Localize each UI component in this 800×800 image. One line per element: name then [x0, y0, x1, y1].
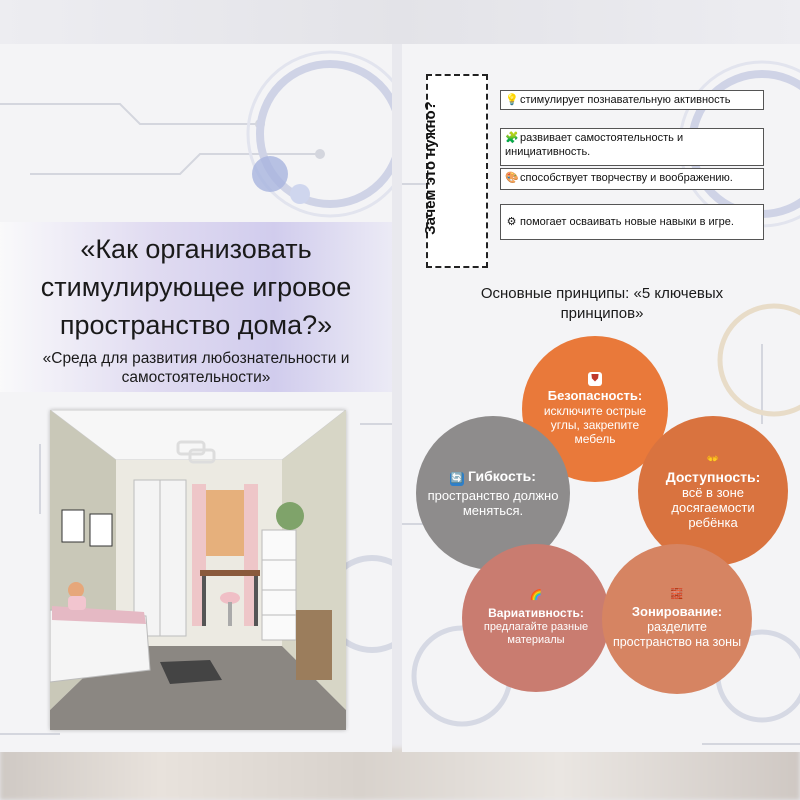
principle-heading: Вариативность:: [488, 606, 584, 620]
refresh-icon: 🔄: [450, 472, 465, 486]
principle-heading: Доступность:: [665, 468, 761, 485]
principle-accessibility: 👐 Доступность: всё в зоне досягаемости р…: [638, 416, 788, 566]
benefit-text: помогает осваивать новые навыки в игре.: [520, 216, 734, 228]
lightbulb-icon: 💡: [505, 94, 519, 106]
why-box: [426, 74, 488, 268]
principle-body: разделите пространство на зоны: [612, 620, 742, 649]
principle-body: предлагайте разные материалы: [483, 621, 589, 646]
room-illustration: [48, 409, 348, 730]
principle-variability: 🌈 Вариативность: предлагайте разные мате…: [462, 544, 610, 692]
principle-body: всё в зоне досягаемости ребёнка: [671, 484, 755, 530]
top-blur-strip: [0, 0, 800, 44]
principle-zoning: 🧱 Зонирование: разделите пространство на…: [602, 544, 752, 694]
title-band: [0, 222, 392, 392]
principle-body: пространство должно меняться.: [427, 488, 559, 518]
why-label: Зачем это нужно?: [422, 101, 439, 235]
benefit-item: 🧩развивает самостоятельность и инициатив…: [500, 128, 764, 166]
puzzle-icon: 🧩: [505, 132, 519, 144]
principle-heading: Гибкость:: [467, 468, 536, 484]
rainbow-icon: 🌈: [529, 590, 543, 601]
room-illustration-icon: [48, 409, 348, 730]
shield-icon: ⛊: [588, 372, 602, 386]
principle-heading-row: 🔄 Гибкость:: [450, 468, 536, 488]
principles-title: Основные принципы: «5 ключевых принципов…: [480, 285, 724, 322]
benefit-item: 🎨способствует творчеству и воображению.: [500, 168, 764, 190]
bricks-icon: 🧱: [670, 589, 684, 600]
principle-safety: ⛊ Безопасность: исключите острые углы, з…: [522, 336, 668, 482]
gear-icon: ⚙: [506, 216, 517, 228]
palette-icon: 🎨: [505, 172, 519, 184]
benefit-text: стимулирует познавательную активность: [520, 94, 731, 106]
benefit-text: развивает самостоятельность и инициативн…: [505, 132, 684, 158]
principle-heading: Зонирование:: [631, 604, 723, 619]
benefit-text: способствует творчеству и воображению.: [520, 172, 733, 184]
left-slide: «Как организовать стимулирующее игровое …: [0, 44, 392, 752]
page-subtitle: «Среда для развития любознательности и с…: [42, 350, 350, 386]
principle-heading: Безопасность:: [547, 388, 643, 403]
page-title: «Как организовать стимулирующее игровое …: [40, 234, 352, 340]
principle-body: исключите острые углы, закрепите мебель: [543, 404, 647, 446]
hands-icon: 👐: [706, 453, 720, 465]
benefit-item: ⚙помогает осваивать новые навыки в игре.: [500, 204, 764, 240]
right-slide: Зачем это нужно? 💡стимулирует познавател…: [402, 44, 800, 752]
bottom-blur-strip: [0, 748, 800, 800]
benefit-item: 💡стимулирует познавательную активность: [500, 90, 764, 110]
